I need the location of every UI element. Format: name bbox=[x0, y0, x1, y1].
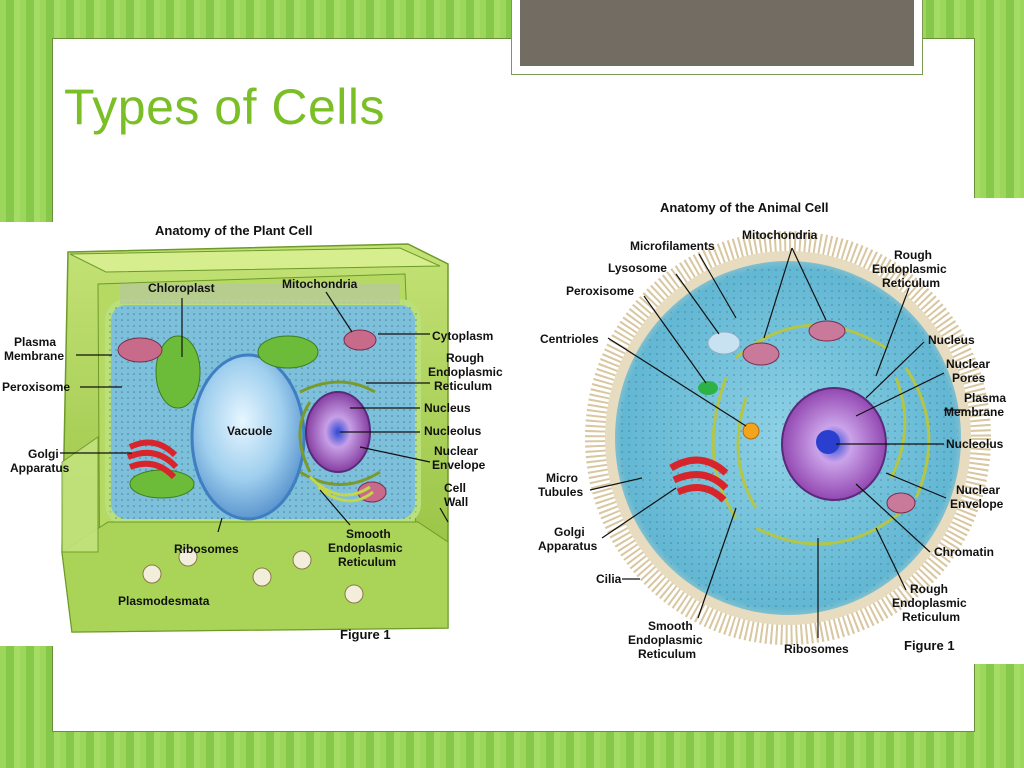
animal-label-rough-er-bottom-1: Rough bbox=[910, 582, 948, 596]
animal-label-smooth-er-3: Reticulum bbox=[638, 647, 696, 661]
animal-label-rough-er-top-2: Endoplasmic bbox=[872, 262, 947, 276]
animal-label-golgi-1: Golgi bbox=[554, 525, 585, 539]
plant-label-cytoplasm: Cytoplasm bbox=[432, 329, 493, 343]
vacuole-shape bbox=[190, 353, 306, 521]
animal-label-chromatin: Chromatin bbox=[934, 545, 994, 559]
animal-label-rough-er-bottom-2: Endoplasmic bbox=[892, 596, 967, 610]
plant-label-nucleus: Nucleus bbox=[424, 401, 471, 415]
animal-label-cilia: Cilia bbox=[596, 572, 622, 586]
plant-label-nuclear-envelope-2: Envelope bbox=[432, 458, 486, 472]
animal-label-rough-er-bottom-3: Reticulum bbox=[902, 610, 960, 624]
animal-label-smooth-er-2: Endoplasmic bbox=[628, 633, 703, 647]
animal-nucleolus-shape bbox=[816, 430, 840, 454]
plant-label-ribosomes: Ribosomes bbox=[174, 542, 239, 556]
cilia-fringe bbox=[585, 231, 991, 645]
plant-label-nuclear-envelope-1: Nuclear bbox=[434, 444, 478, 458]
animal-label-peroxisome: Peroxisome bbox=[566, 284, 634, 298]
animal-label-microtubules-1: Micro bbox=[546, 471, 578, 485]
plant-label-vacuole: Vacuole bbox=[227, 424, 273, 438]
plant-figure-label: Figure 1 bbox=[340, 627, 391, 642]
centriole-shape bbox=[742, 422, 760, 440]
animal-heading: Anatomy of the Animal Cell bbox=[660, 200, 829, 215]
chloroplast-shapes bbox=[129, 335, 319, 499]
animal-label-rough-er-top-3: Reticulum bbox=[882, 276, 940, 290]
animal-cell-figure: Anatomy of the Animal Cell bbox=[536, 198, 1024, 664]
plant-label-rough-er-3: Reticulum bbox=[434, 379, 492, 393]
animal-label-lysosome: Lysosome bbox=[608, 261, 667, 275]
animal-label-nuclear-envelope-2: Envelope bbox=[950, 497, 1004, 511]
plant-label-golgi-1: Golgi bbox=[28, 447, 59, 461]
rough-er-shape bbox=[298, 380, 381, 486]
animal-figure-label: Figure 1 bbox=[904, 638, 955, 653]
plant-leader-lines bbox=[60, 291, 449, 533]
slide-title: Types of Cells bbox=[64, 79, 386, 135]
plant-label-rough-er-2: Endoplasmic bbox=[428, 365, 503, 379]
animal-label-ribosomes: Ribosomes bbox=[784, 642, 849, 656]
plant-label-peroxisome: Peroxisome bbox=[2, 380, 70, 394]
animal-label-mitochondria: Mitochondria bbox=[742, 228, 818, 242]
peroxisome-shape bbox=[698, 381, 718, 395]
plant-label-cell-wall-2: Wall bbox=[444, 495, 468, 509]
lysosome-shape bbox=[707, 331, 741, 355]
animal-label-smooth-er-1: Smooth bbox=[648, 619, 693, 633]
plant-label-plasma-membrane-2: Membrane bbox=[4, 349, 64, 363]
plant-cell-figure: Anatomy of the Plant Cell Vacuole bbox=[0, 222, 536, 646]
plant-label-smooth-er-3: Reticulum bbox=[338, 555, 396, 569]
animal-label-nuclear-pores-2: Pores bbox=[952, 371, 986, 385]
plant-cell-diagram: Anatomy of the Plant Cell Vacuole bbox=[2, 223, 503, 642]
plant-label-rough-er-1: Rough bbox=[446, 351, 484, 365]
animal-label-microfilaments: Microfilaments bbox=[630, 239, 715, 253]
plant-label-mitochondria: Mitochondria bbox=[282, 277, 358, 291]
plant-label-smooth-er-1: Smooth bbox=[346, 527, 391, 541]
plant-label-plasma-membrane-1: Plasma bbox=[14, 335, 56, 349]
plant-label-nucleolus: Nucleolus bbox=[424, 424, 482, 438]
plant-label-plasmodesmata: Plasmodesmata bbox=[118, 594, 210, 608]
animal-label-plasma-membrane-1: Plasma bbox=[964, 391, 1006, 405]
plasmodesmata-shapes bbox=[142, 547, 364, 604]
animal-label-nucleus: Nucleus bbox=[928, 333, 975, 347]
title-tab-decoration bbox=[511, 0, 923, 75]
title-tab-fill bbox=[520, 0, 914, 66]
animal-mitochondria-shapes bbox=[742, 320, 916, 514]
animal-label-rough-er-top-1: Rough bbox=[894, 248, 932, 262]
animal-label-golgi-2: Apparatus bbox=[538, 539, 598, 553]
animal-label-microtubules-2: Tubules bbox=[538, 485, 583, 499]
animal-golgi-shape bbox=[669, 456, 729, 503]
animal-cell-diagram: Anatomy of the Animal Cell bbox=[538, 200, 1006, 661]
animal-label-nuclear-envelope-1: Nuclear bbox=[956, 483, 1000, 497]
animal-label-centrioles: Centrioles bbox=[540, 332, 599, 346]
smooth-er-shape bbox=[308, 475, 374, 503]
plant-heading: Anatomy of the Plant Cell bbox=[155, 223, 312, 238]
plant-label-chloroplast: Chloroplast bbox=[148, 281, 215, 295]
golgi-shape bbox=[126, 439, 179, 480]
plant-label-golgi-2: Apparatus bbox=[10, 461, 70, 475]
animal-label-nuclear-pores-1: Nuclear bbox=[946, 357, 990, 371]
animal-label-nucleolus: Nucleolus bbox=[946, 437, 1004, 451]
animal-label-plasma-membrane-2: Membrane bbox=[944, 405, 1004, 419]
animal-leader-lines bbox=[589, 247, 966, 638]
plant-label-smooth-er-2: Endoplasmic bbox=[328, 541, 403, 555]
plant-label-cell-wall-1: Cell bbox=[444, 481, 466, 495]
